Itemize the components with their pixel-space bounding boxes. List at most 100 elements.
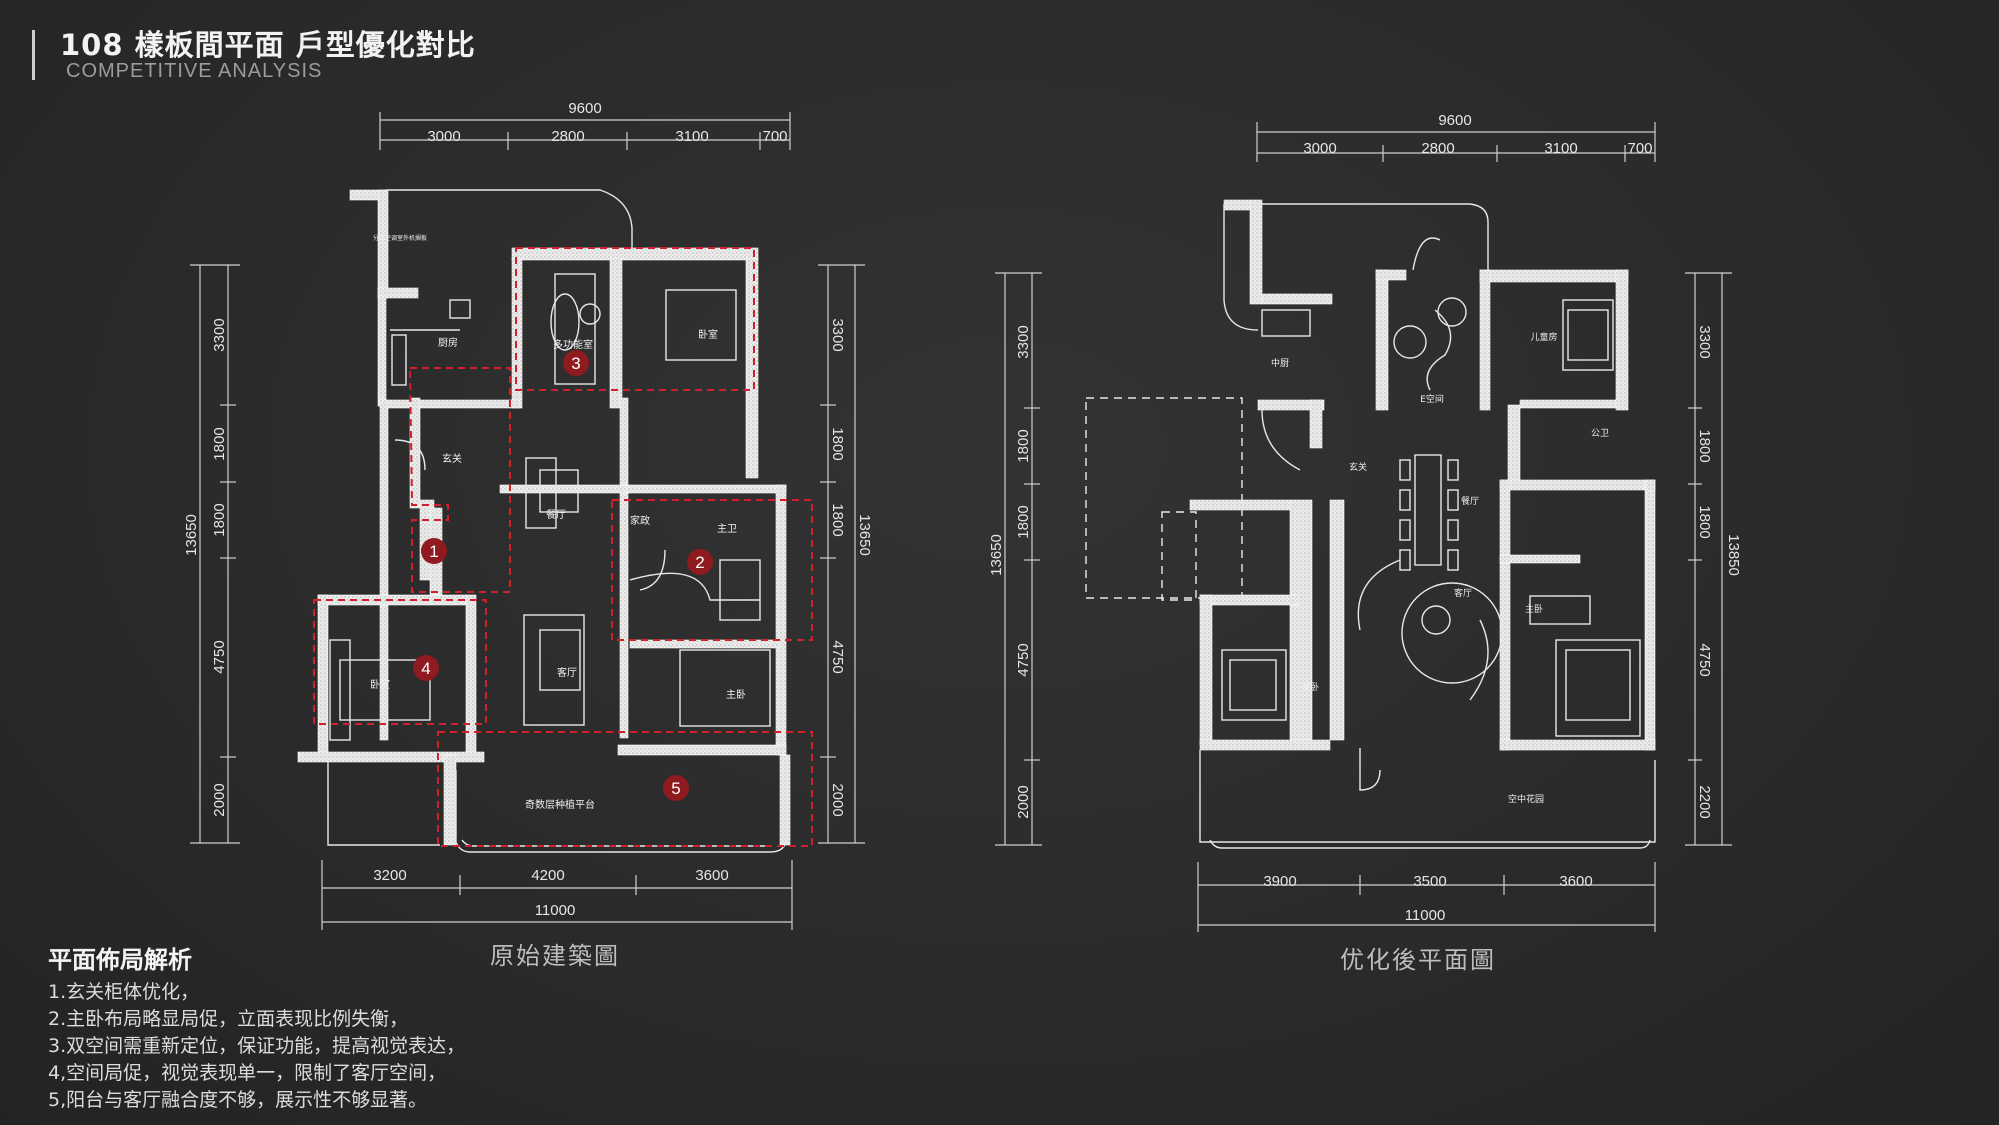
right-room-garden: 空中花园 xyxy=(1508,793,1544,805)
left-top-dim-2: 2800 xyxy=(551,128,584,145)
right-room-bath: 公卫 xyxy=(1591,428,1609,439)
left-right-dim-4: 4750 xyxy=(829,640,846,673)
zone-2 xyxy=(611,499,813,641)
marker-4-label: 4 xyxy=(421,659,430,678)
right-room-kitchen: 中厨 xyxy=(1271,357,1289,369)
right-outlines xyxy=(1085,203,1656,849)
right-room-master: 主卧 xyxy=(1525,603,1543,615)
left-left-dim-3: 1800 xyxy=(211,503,228,536)
zone-5 xyxy=(437,731,813,847)
marker-2-circle xyxy=(687,549,713,575)
left-right-dim-2: 1800 xyxy=(829,427,846,460)
marker-2-label: 2 xyxy=(695,553,704,572)
left-bottom-dim-3: 3600 xyxy=(695,867,728,884)
marker-5-circle xyxy=(663,775,689,801)
right-top-dim-2: 2800 xyxy=(1421,140,1454,157)
left-right-total: 13650 xyxy=(856,514,873,556)
left-left-dim-5: 2000 xyxy=(211,783,228,816)
right-bottom-dim-3: 3600 xyxy=(1559,873,1592,890)
right-bottom-total: 11000 xyxy=(1405,907,1446,924)
left-room-kitchen: 厨房 xyxy=(438,336,458,349)
right-top-dim-3: 3100 xyxy=(1544,140,1577,157)
zone-4 xyxy=(313,599,487,725)
right-plan: 9600 3000 2800 3100 700 3900 3500 3600 1… xyxy=(988,112,1742,932)
left-walls xyxy=(297,189,791,846)
right-left-dim-4: 4750 xyxy=(1015,643,1032,676)
right-bottom-dim-2: 3500 xyxy=(1413,873,1446,890)
left-bottom-dim-1: 3200 xyxy=(373,867,406,884)
notes-line-4: 4,空间局促，视觉表现单一，限制了客厅空间， xyxy=(48,1062,447,1084)
marker-3-circle xyxy=(563,350,589,376)
right-left-total: 13650 xyxy=(988,534,1005,576)
marker-1-circle xyxy=(421,538,447,564)
left-top-dim-4: 700 xyxy=(762,128,787,145)
right-left-dim-1: 3300 xyxy=(1015,325,1032,358)
left-left-total: 13650 xyxy=(183,514,200,556)
right-plan-caption: 优化後平面圖 xyxy=(1340,946,1496,974)
zone-3 xyxy=(515,247,755,391)
right-bottom-dim-1: 3900 xyxy=(1263,873,1296,890)
right-room-dining: 餐厅 xyxy=(1461,495,1479,507)
right-right-dim-4: 4750 xyxy=(1696,643,1713,676)
marker-1-label: 1 xyxy=(429,542,438,561)
left-room-dining: 餐厅 xyxy=(546,508,566,521)
right-right-dim-5: 2200 xyxy=(1696,785,1713,818)
left-bottom-total: 11000 xyxy=(535,902,576,919)
right-room-kids: 儿童房 xyxy=(1530,331,1557,343)
zone-1 xyxy=(408,367,511,593)
marker-4-circle xyxy=(413,655,439,681)
left-room-laundry: 家政 xyxy=(630,514,650,527)
header-accent-bar xyxy=(32,30,35,80)
left-outlines xyxy=(327,189,787,853)
left-room-multi: 多功能室 xyxy=(553,338,593,351)
right-room-flex: E空间 xyxy=(1420,393,1444,405)
page-subtitle: COMPETITIVE ANALYSIS xyxy=(66,60,323,82)
left-dimensions xyxy=(190,112,865,930)
right-top-total: 9600 xyxy=(1438,112,1471,129)
right-room-living: 客厅 xyxy=(1454,587,1472,599)
right-dimensions xyxy=(995,122,1732,932)
right-top-dim-4: 700 xyxy=(1627,140,1652,157)
left-right-dim-3: 1800 xyxy=(829,503,846,536)
left-plan: 9600 3000 2800 3100 700 3200 4200 3600 1… xyxy=(183,100,873,930)
marker-5-label: 5 xyxy=(671,779,680,798)
right-right-total: 13850 xyxy=(1725,534,1742,576)
left-room-entrance: 玄关 xyxy=(442,452,462,465)
left-top-dim-3: 3100 xyxy=(675,128,708,145)
left-left-dim-4: 4750 xyxy=(211,640,228,673)
notes-line-5: 5,阳台与客厅融合度不够，展示性不够显著。 xyxy=(48,1089,428,1111)
right-room-second: 次卧 xyxy=(1301,681,1319,693)
left-plan-caption: 原始建築圖 xyxy=(490,942,620,970)
right-left-dim-3: 1800 xyxy=(1015,505,1032,538)
right-right-dim-2: 1800 xyxy=(1696,429,1713,462)
left-bottom-dim-2: 4200 xyxy=(531,867,564,884)
left-top-total: 9600 xyxy=(568,100,601,117)
right-top-dim-1: 3000 xyxy=(1303,140,1336,157)
left-room-master-bath: 主卫 xyxy=(717,523,737,535)
right-right-dim-3: 1800 xyxy=(1696,505,1713,538)
left-top-dim-1: 3000 xyxy=(427,128,460,145)
left-room-terrace: 奇数层种植平台 xyxy=(525,798,595,811)
left-right-dim-1: 3300 xyxy=(829,318,846,351)
left-highlight-zones xyxy=(313,247,813,847)
left-room-bedroom-left: 卧室 xyxy=(370,678,390,691)
page-title: 108 樣板間平面 戶型優化對比 xyxy=(60,28,476,62)
notes-title: 平面佈局解析 xyxy=(48,946,192,974)
notes-line-1: 1.玄关柜体优化， xyxy=(48,981,200,1003)
left-room-ac: 分体空调室外机搁板 xyxy=(373,234,427,242)
notes-line-2: 2.主卧布局略显局促，立面表现比例失衡， xyxy=(48,1008,409,1030)
left-room-bedroom-top: 卧室 xyxy=(698,328,718,341)
left-left-dim-1: 3300 xyxy=(211,318,228,351)
right-room-entrance: 玄关 xyxy=(1349,461,1367,473)
left-right-dim-5: 2000 xyxy=(829,783,846,816)
right-left-dim-2: 1800 xyxy=(1015,429,1032,462)
right-walls xyxy=(1189,199,1656,751)
layout-analysis-notes: 平面佈局解析 1.玄关柜体优化， 2.主卧布局略显局促，立面表现比例失衡， 3.… xyxy=(48,940,465,1114)
left-room-living: 客厅 xyxy=(557,666,577,679)
right-left-dim-5: 2000 xyxy=(1015,785,1032,818)
left-left-dim-2: 1800 xyxy=(211,427,228,460)
left-room-master-bed: 主卧 xyxy=(726,688,746,701)
right-right-dim-1: 3300 xyxy=(1696,325,1713,358)
notes-line-3: 3.双空间需重新定位，保证功能，提高视觉表达， xyxy=(48,1035,466,1057)
